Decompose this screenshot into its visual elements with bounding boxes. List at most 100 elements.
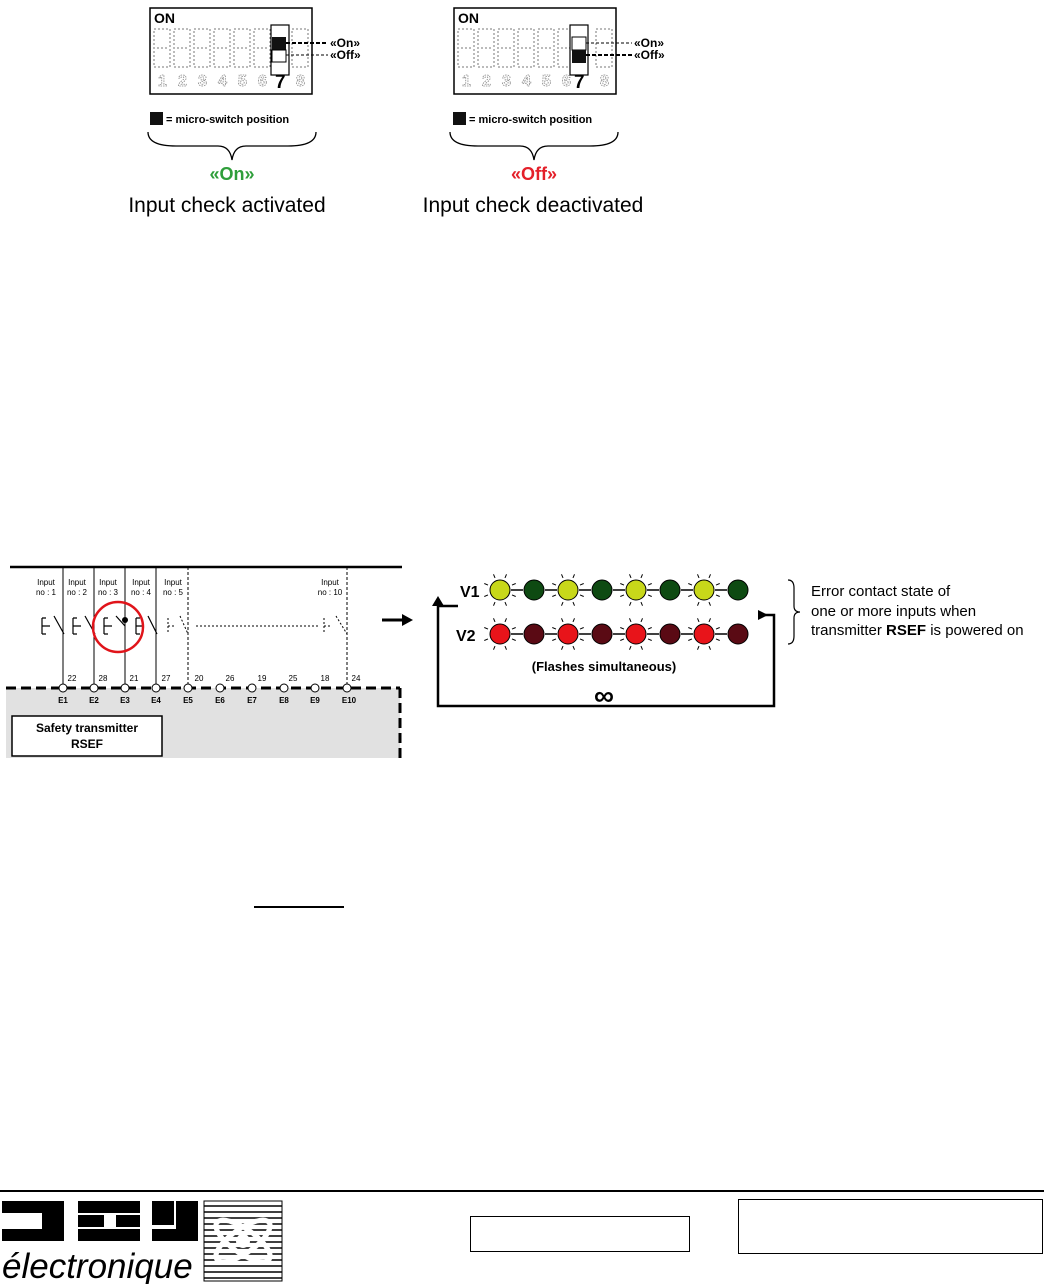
brace <box>449 131 619 161</box>
off-tag: «Off» <box>330 48 361 62</box>
dip-number-7: 7 <box>574 72 585 93</box>
dip-number: 1 <box>158 73 167 90</box>
black-square-icon <box>453 112 466 125</box>
flash-note: (Flashes simultaneous) <box>532 659 676 674</box>
v2-led-dark <box>727 623 749 645</box>
transmitter-title: Safety transmitter <box>36 721 138 735</box>
led-ray <box>629 574 632 579</box>
led-ray <box>552 627 557 630</box>
led-ray <box>697 618 700 623</box>
led-panel: V1 V2 (Flashes simultaneous) ∞ <box>432 574 776 711</box>
led-ray <box>504 601 507 606</box>
led-ray <box>561 645 564 650</box>
led-ray <box>493 618 496 623</box>
input-label: no : 1 <box>36 588 57 597</box>
led-ray <box>647 583 652 586</box>
input-label: no : 2 <box>67 588 88 597</box>
off-tag: «Off» <box>634 48 665 62</box>
led-ray <box>708 618 711 623</box>
dip-number: 1 <box>462 73 471 90</box>
input-label: Input <box>132 578 151 587</box>
led-ray <box>640 574 643 579</box>
underline-mark <box>254 906 344 908</box>
dip-number: 8 <box>600 73 609 90</box>
svg-text:27: 27 <box>162 674 171 683</box>
led-ray <box>708 645 711 650</box>
led-ray <box>484 594 489 597</box>
v1-led-dark <box>523 579 545 601</box>
wiring-diagram: Safety transmitter RSEF Input no : 1 Inp… <box>6 565 402 758</box>
led-ray <box>579 627 584 630</box>
input-label: Input <box>37 578 56 587</box>
dip-number: 2 <box>178 73 187 90</box>
caption-deactivated: Input check deactivated <box>422 194 644 217</box>
caption-activated: Input check activated <box>128 194 326 217</box>
led-ray <box>629 601 632 606</box>
led-ray <box>715 583 720 586</box>
led-ray <box>715 594 720 597</box>
led-ray <box>708 574 711 579</box>
svg-text:26: 26 <box>226 674 235 683</box>
v2-led-lit <box>557 623 579 645</box>
footer-box-center <box>470 1216 690 1252</box>
led-ray <box>697 574 700 579</box>
led-ray <box>511 594 516 597</box>
on-tag: «On» <box>634 36 664 50</box>
dip-number: 4 <box>522 73 531 90</box>
led-ray <box>572 601 575 606</box>
led-ray <box>493 574 496 579</box>
v1-led-lit <box>693 579 715 601</box>
input-label: Input <box>321 578 340 587</box>
led-ray <box>484 583 489 586</box>
svg-text:24: 24 <box>352 674 361 683</box>
v1-led-dark <box>591 579 613 601</box>
led-ray <box>484 638 489 641</box>
v1-led-lit <box>625 579 647 601</box>
led-ray <box>579 594 584 597</box>
arrow-right-icon <box>382 614 413 626</box>
on-tag: «On» <box>330 36 360 50</box>
input-label: no : 4 <box>131 588 152 597</box>
svg-text:19: 19 <box>258 674 267 683</box>
led-ray <box>572 574 575 579</box>
led-ray <box>504 574 507 579</box>
v2-led-dark <box>659 623 681 645</box>
led-ray <box>561 574 564 579</box>
status-on: «On» <box>209 164 255 184</box>
led-ray <box>552 594 557 597</box>
led-ray <box>511 583 516 586</box>
svg-text:E8: E8 <box>279 696 289 705</box>
dip-number: 6 <box>258 73 267 90</box>
led-ray <box>620 594 625 597</box>
led-ray <box>715 638 720 641</box>
v2-led-dark <box>523 623 545 645</box>
led-ray <box>688 583 693 586</box>
led-ray <box>511 627 516 630</box>
footer-box-right <box>738 1199 1043 1254</box>
led-ray <box>504 645 507 650</box>
led-ray <box>640 618 643 623</box>
svg-text:E2: E2 <box>89 696 99 705</box>
led-ray <box>629 618 632 623</box>
dip-number-7: 7 <box>275 72 286 93</box>
led-ray <box>579 583 584 586</box>
svg-text:E7: E7 <box>247 696 257 705</box>
led-ray <box>572 618 575 623</box>
jay-logo: électronique <box>2 1200 283 1284</box>
led-ray <box>620 638 625 641</box>
switch-legend: = micro-switch position <box>453 112 592 126</box>
svg-text:20: 20 <box>195 674 204 683</box>
v2-led-lit <box>693 623 715 645</box>
led-ray <box>620 627 625 630</box>
led-ray <box>493 645 496 650</box>
led-ray <box>511 638 516 641</box>
svg-text:E10: E10 <box>342 696 357 705</box>
led-ray <box>561 618 564 623</box>
led-ray <box>647 594 652 597</box>
led-ray <box>647 638 652 641</box>
led-ray <box>493 601 496 606</box>
led-ray <box>708 601 711 606</box>
dip-number: 6 <box>562 73 571 90</box>
footer-rule <box>0 1190 1044 1192</box>
led-ray <box>620 583 625 586</box>
